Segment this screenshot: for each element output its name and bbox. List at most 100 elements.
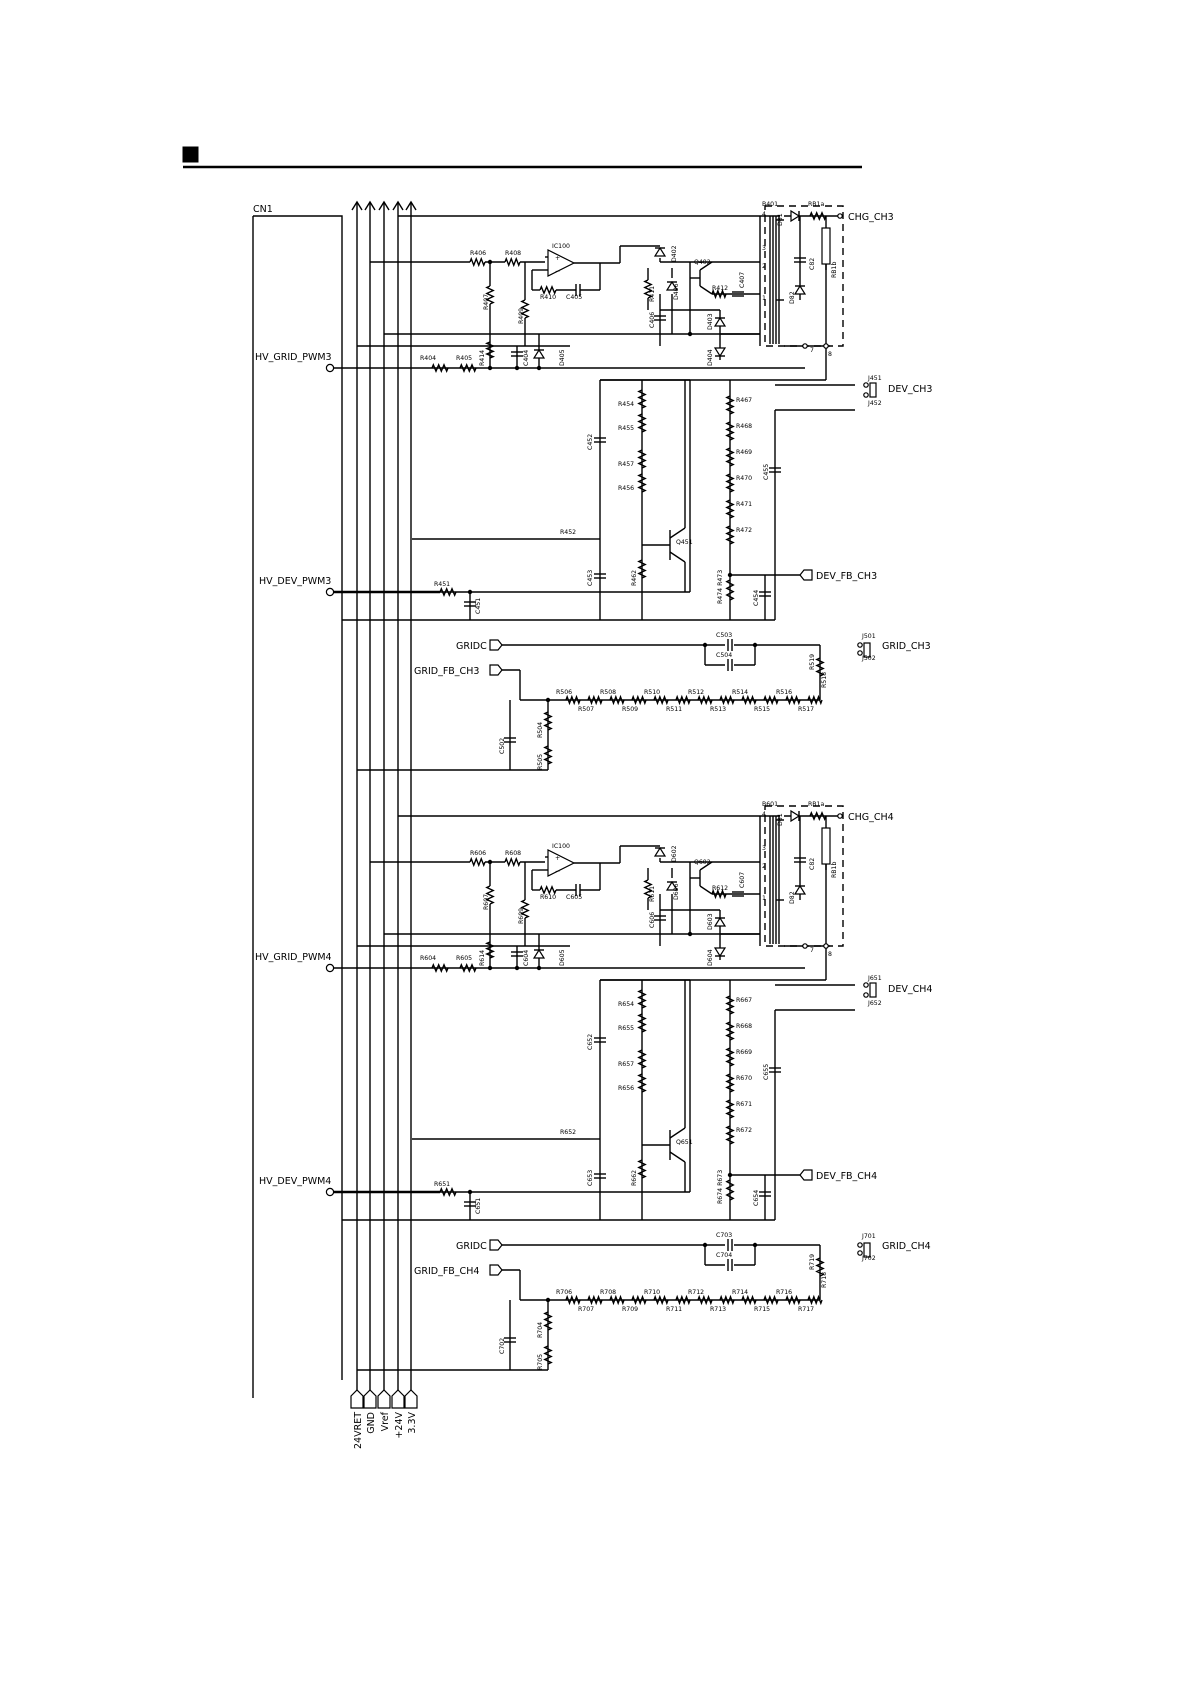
resistor-symbol [631, 694, 647, 706]
transformer-pin: 8 [828, 351, 832, 358]
transistor-label: Q602 [694, 859, 711, 866]
diode-symbol [793, 284, 807, 295]
ref-label: R454 [618, 401, 634, 408]
rail-arrow [364, 200, 376, 211]
ref-label: C404 [523, 350, 530, 366]
ref-label: R451 [434, 581, 450, 588]
resistor-symbol [587, 694, 603, 706]
ref-label: R411 [649, 286, 656, 302]
resistor-box [821, 827, 831, 865]
terminal [863, 982, 869, 988]
ic-label: IC100 [552, 843, 570, 850]
input-signal-label: HV_GRID_PWM3 [255, 352, 332, 363]
ref-label: R612 [712, 885, 728, 892]
wire [699, 885, 713, 895]
ref-label: R512 [688, 689, 704, 696]
rectifier-label: RB1a [808, 801, 824, 808]
resistor-symbol [697, 694, 713, 706]
resistor-symbol [763, 694, 779, 706]
ref-label: D604 [707, 949, 714, 966]
rail-connector [404, 1389, 418, 1409]
ref-label: D406 [673, 283, 680, 300]
ref-label: D82 [789, 291, 796, 304]
transformer-pin: 2 [762, 863, 766, 870]
ref-label: R469 [736, 449, 752, 456]
output-signal-label: DEV_FB_CH3 [816, 571, 877, 582]
rail-label-GND: GND [366, 1412, 377, 1434]
junction-dot [687, 931, 693, 937]
terminal [837, 813, 843, 819]
rail-connector [377, 1389, 391, 1409]
diode-symbol [665, 280, 679, 291]
terminal [863, 992, 869, 998]
ref-label: C606 [649, 912, 656, 928]
ref-label: J451 [867, 375, 882, 382]
ref-label: R518 [821, 672, 828, 688]
ref-label: R706 [556, 1289, 572, 1296]
terminal [857, 642, 863, 648]
terminal [837, 213, 843, 219]
ref-label: R404 [420, 355, 436, 362]
resistor-symbol [719, 1294, 735, 1306]
ref-label: R717 [798, 1306, 814, 1313]
resistor-symbol [565, 694, 581, 706]
ref-label: R506 [556, 689, 572, 696]
ref-label: RB1b [831, 262, 838, 278]
ref-label: R519 [809, 654, 816, 670]
transformer-pin: 1 [762, 295, 766, 302]
resistor-symbol [725, 421, 735, 441]
resistor-symbol [609, 694, 625, 706]
terminal [802, 343, 808, 349]
ref-label: R714 [732, 1289, 748, 1296]
resistor-symbol [675, 694, 691, 706]
ref-label: R670 [736, 1075, 752, 1082]
port-symbol [489, 1239, 503, 1251]
ref-label: C654 [753, 1190, 760, 1206]
resistor-symbol [543, 711, 553, 731]
ref-label: R705 [537, 1354, 544, 1370]
feedback-input-label: GRID_FB_CH4 [414, 1266, 479, 1277]
ref-label: D81 [777, 213, 784, 226]
resistor-symbol [785, 1294, 801, 1306]
resistor-symbol [543, 1311, 553, 1331]
wire [669, 551, 686, 563]
resistor-symbol [815, 657, 825, 677]
ref-label: C453 [587, 570, 594, 586]
terminal [863, 382, 869, 388]
junction-dot [487, 965, 493, 971]
diode-symbol [793, 884, 807, 895]
resistor-symbol [809, 210, 827, 222]
ref-label: C651 [475, 1198, 482, 1214]
ref-label: J701 [861, 1233, 876, 1240]
ref-label: R504 [537, 722, 544, 738]
ref-label: R509 [622, 706, 638, 713]
ref-label: R669 [736, 1049, 752, 1056]
ref-label: R657 [618, 1061, 634, 1068]
resistor-symbol [609, 1294, 625, 1306]
ref-label: R511 [666, 706, 682, 713]
transistor-label: Q451 [676, 539, 693, 546]
resistor-symbol [643, 279, 653, 299]
ref-label: C82 [809, 858, 816, 870]
ref-label: C406 [649, 312, 656, 328]
rail-label-+24V: +24V [394, 1412, 405, 1439]
resistor-symbol [431, 962, 449, 974]
ref-label: R716 [776, 1289, 792, 1296]
resistor-symbol [725, 1099, 735, 1119]
resistor-symbol [725, 995, 735, 1015]
ref-label: R505 [537, 754, 544, 770]
opamp-plus: + [555, 255, 560, 262]
ref-label: R410 [540, 294, 556, 301]
ref-label: R468 [736, 423, 752, 430]
ref-label: R408 [505, 250, 521, 257]
junction-dot [514, 365, 520, 371]
resistor-symbol [637, 389, 647, 409]
terminal [325, 1187, 335, 1197]
ref-label: R455 [618, 425, 634, 432]
rail-arrow [392, 200, 404, 211]
ref-label: R474 R473 [717, 570, 724, 604]
ref-label: RB1b [831, 862, 838, 878]
ref-label: J702 [861, 1255, 876, 1262]
resistor-symbol [637, 1049, 647, 1069]
ref-label: R614 [479, 950, 486, 966]
